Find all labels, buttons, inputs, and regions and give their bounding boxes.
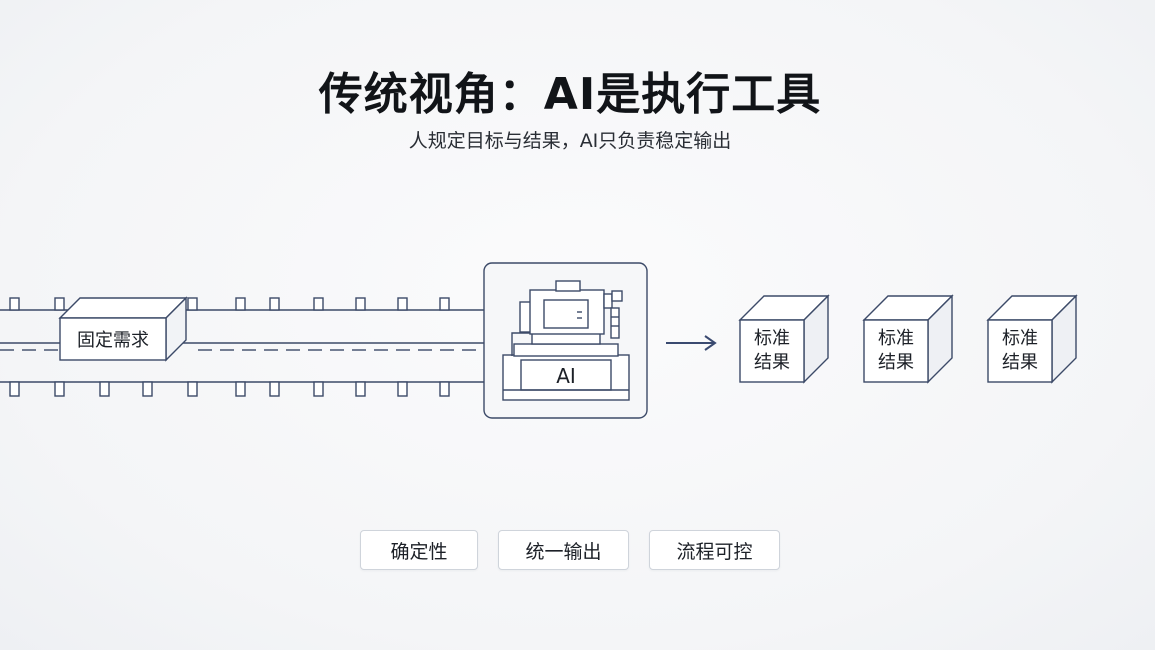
tag-label: 确定性	[390, 540, 448, 563]
input-label: 固定需求	[77, 330, 149, 351]
output-label-line2: 结果	[1002, 352, 1038, 373]
machine-label: AI	[556, 364, 576, 388]
tag-label: 统一输出	[525, 540, 602, 563]
tag-determinism: 确定性	[360, 530, 478, 570]
output-cube	[986, 294, 1078, 384]
tag-unified-output: 统一输出	[498, 530, 629, 570]
tag-label: 流程可控	[676, 540, 753, 563]
output-label-line1: 标准	[878, 328, 914, 349]
output-cube	[862, 294, 954, 384]
output-cube	[738, 294, 830, 384]
output-label-line1: 标准	[754, 328, 790, 349]
flow-arrow	[666, 335, 717, 351]
ai-machine	[483, 262, 648, 419]
page-subtitle: 人规定目标与结果，AI只负责稳定输出	[408, 130, 732, 152]
output-label-line2: 结果	[878, 352, 914, 373]
output-label-line1: 标准	[1002, 328, 1038, 349]
page-title: 传统视角：AI是执行工具	[318, 69, 822, 120]
tag-process-control: 流程可控	[649, 530, 780, 570]
output-label-line2: 结果	[754, 352, 790, 373]
input-box	[58, 296, 188, 362]
